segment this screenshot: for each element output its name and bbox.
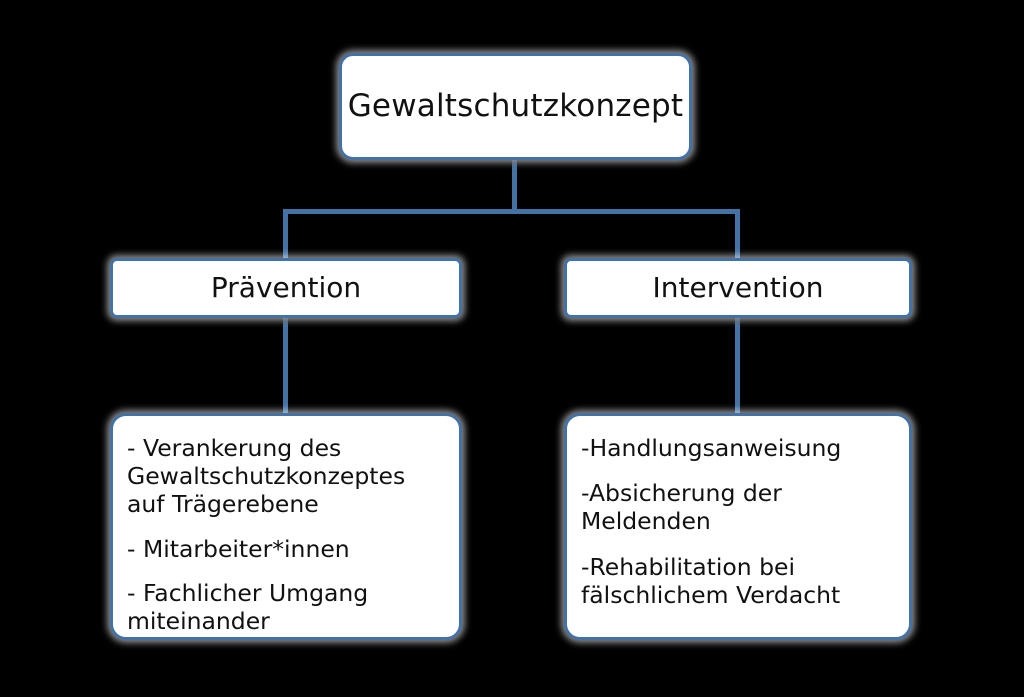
connector-intervention-to-details [735, 316, 740, 416]
node-branch-intervention-label: Intervention [652, 270, 824, 304]
list-item: - Verankerung des Gewaltschutzkonzeptes … [127, 434, 406, 519]
praevention-item-list: - Verankerung des Gewaltschutzkonzeptes … [127, 434, 445, 635]
list-item: - Fachlicher Umgang miteinander [127, 578, 369, 635]
list-item: -Handlungsanweisung [581, 434, 842, 462]
node-branch-praevention-label: Prävention [210, 270, 362, 304]
node-branch-intervention[interactable]: Intervention [564, 258, 912, 318]
node-root-gewaltschutzkonzept[interactable]: Gewaltschutzkonzept [339, 53, 692, 160]
connector-praevention-to-details [283, 316, 288, 416]
node-branch-praevention[interactable]: Prävention [110, 258, 462, 318]
connector-drop-left [283, 209, 288, 261]
connector-horizontal-bar [283, 209, 740, 214]
node-details-praevention[interactable]: - Verankerung des Gewaltschutzkonzeptes … [110, 413, 462, 640]
list-item: -Absicherung der Meldenden [581, 479, 782, 536]
connector-root-stem [512, 158, 517, 213]
connector-drop-right [735, 209, 740, 261]
node-details-intervention[interactable]: -Handlungsanweisung -Absicherung der Mel… [564, 413, 912, 640]
list-item: -Rehabilitation bei fälschlichem Verdach… [581, 552, 841, 609]
list-item: - Mitarbeiter*innen [127, 534, 350, 563]
node-root-label: Gewaltschutzkonzept [347, 88, 684, 125]
intervention-item-list: -Handlungsanweisung -Absicherung der Mel… [581, 434, 895, 609]
